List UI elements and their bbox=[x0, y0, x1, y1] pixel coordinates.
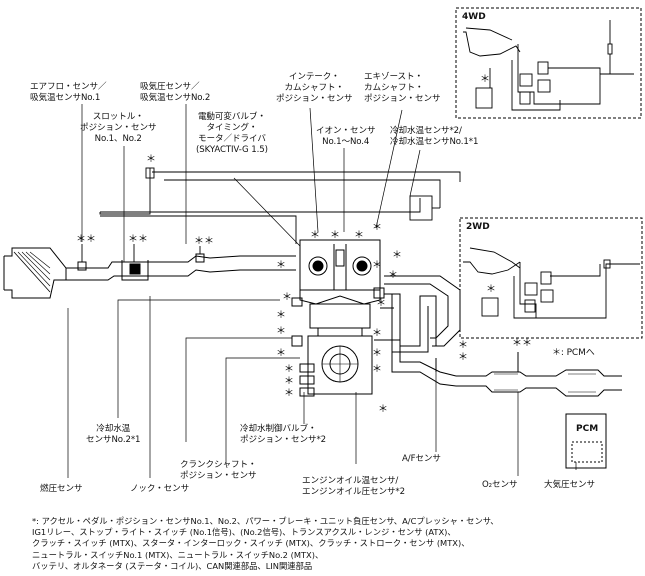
svg-text:＊＊: ＊＊ bbox=[512, 338, 532, 349]
svg-text:＊: ＊ bbox=[284, 388, 294, 399]
svg-text:＊: ＊ bbox=[372, 348, 382, 359]
svg-text:＊: ＊ bbox=[372, 222, 382, 233]
label-crankshaft-position-sensor: クランクシャフト・ ポジション・センサ bbox=[180, 460, 257, 481]
svg-text:＊: ＊ bbox=[372, 328, 382, 339]
label-coolant-temp-sensor-2: 冷却水温 センサNo.2*1 bbox=[86, 424, 141, 445]
label-airflow-sensor: エアフロ・センサ／ 吸気温センサNo.1 bbox=[30, 82, 107, 103]
pcm-module bbox=[565, 413, 607, 469]
svg-text:＊: ＊ bbox=[372, 260, 382, 271]
label-vvt-motor: 電動可変バルブ・ タイミング・ モータ／ドライバ (SKYACTIV-G 1.5… bbox=[196, 112, 268, 155]
svg-text:＊: ＊ bbox=[378, 404, 388, 415]
svg-text:＊: ＊ bbox=[284, 376, 294, 387]
svg-text:＊＊: ＊＊ bbox=[128, 234, 148, 245]
svg-text:＊: ＊ bbox=[310, 230, 320, 241]
svg-text:＊: ＊ bbox=[458, 352, 468, 363]
legend-symbol: ＊ bbox=[552, 348, 561, 358]
svg-text:＊: ＊ bbox=[276, 260, 286, 271]
label-coolant-temp-sensor-1: 冷却水温センサ*2/ 冷却水温センサNo.1*1 bbox=[390, 126, 479, 147]
svg-text:＊: ＊ bbox=[330, 230, 340, 241]
svg-text:＊: ＊ bbox=[282, 292, 292, 303]
wiring bbox=[81, 167, 461, 262]
footnote: *: アクセル・ペダル・ポジション・センサNo.1、No.2、パワー・ブレーキ・… bbox=[32, 516, 499, 571]
legend-text: : PCMへ bbox=[560, 348, 595, 358]
label-ion-sensor: イオン・センサ No.1～No.4 bbox=[316, 126, 376, 147]
svg-text:＊: ＊ bbox=[376, 298, 386, 309]
svg-text:＊: ＊ bbox=[388, 270, 398, 281]
pcm-legend: ＊: PCMへ bbox=[552, 348, 595, 359]
label-o2-sensor: O₂センサ bbox=[482, 480, 518, 490]
label-barometric-pressure-sensor: 大気圧センサ bbox=[544, 480, 595, 490]
exhaust-manifold bbox=[374, 275, 622, 397]
twowd-box bbox=[459, 217, 643, 339]
label-coolant-control-valve-sensor: 冷却水制御バルブ・ ポジション・センサ*2 bbox=[240, 424, 327, 445]
svg-text:＊: ＊ bbox=[284, 364, 294, 375]
fourwd-drivetrain bbox=[463, 20, 634, 111]
svg-text:＊: ＊ bbox=[486, 284, 496, 295]
pcm-title: PCM bbox=[576, 424, 599, 434]
engine-block bbox=[291, 239, 385, 397]
twowd-drivetrain bbox=[463, 247, 640, 319]
svg-text:＊: ＊ bbox=[276, 310, 286, 321]
svg-text:＊＊: ＊＊ bbox=[194, 236, 214, 247]
fourwd-title: 4WD bbox=[462, 12, 486, 22]
label-af-sensor: A/Fセンサ bbox=[402, 454, 441, 464]
label-fuel-pressure-sensor: 燃圧センサ bbox=[40, 484, 83, 494]
svg-text:＊: ＊ bbox=[372, 364, 382, 375]
label-throttle-position-sensor: スロットル・ ポジション・センサ No.1、No.2 bbox=[80, 112, 157, 144]
twowd-title: 2WD bbox=[466, 222, 490, 232]
svg-text:＊: ＊ bbox=[392, 250, 402, 261]
svg-text:＊: ＊ bbox=[354, 230, 364, 241]
svg-text:＊: ＊ bbox=[480, 74, 490, 85]
fourwd-box bbox=[455, 7, 642, 119]
svg-text:＊: ＊ bbox=[146, 154, 156, 165]
svg-text:＊: ＊ bbox=[276, 348, 286, 359]
leader-lines bbox=[67, 104, 577, 478]
label-map-sensor: 吸気圧センサ／ 吸気温センサNo.2 bbox=[140, 82, 211, 103]
label-exhaust-cam-sensor: エキゾースト・ カムシャフト・ ポジション・センサ bbox=[364, 72, 441, 104]
svg-text:＊＊: ＊＊ bbox=[76, 234, 96, 245]
label-intake-cam-sensor: インテーク・ カムシャフト・ ポジション・センサ bbox=[276, 72, 353, 104]
intake-duct bbox=[3, 247, 296, 299]
svg-text:＊: ＊ bbox=[458, 340, 468, 351]
label-knock-sensor: ノック・センサ bbox=[130, 484, 190, 494]
label-engine-oil-sensor: エンジンオイル温センサ/ エンジンオイル圧センサ*2 bbox=[302, 476, 405, 497]
svg-text:＊: ＊ bbox=[276, 326, 286, 337]
pcm-markers: ＊＊ ＊＊ ＊＊ ＊ ＊ ＊ ＊ ＊ ＊ ＊ ＊ ＊ ＊ ＊ ＊ ＊ ＊ ＊ ＊… bbox=[76, 74, 532, 415]
